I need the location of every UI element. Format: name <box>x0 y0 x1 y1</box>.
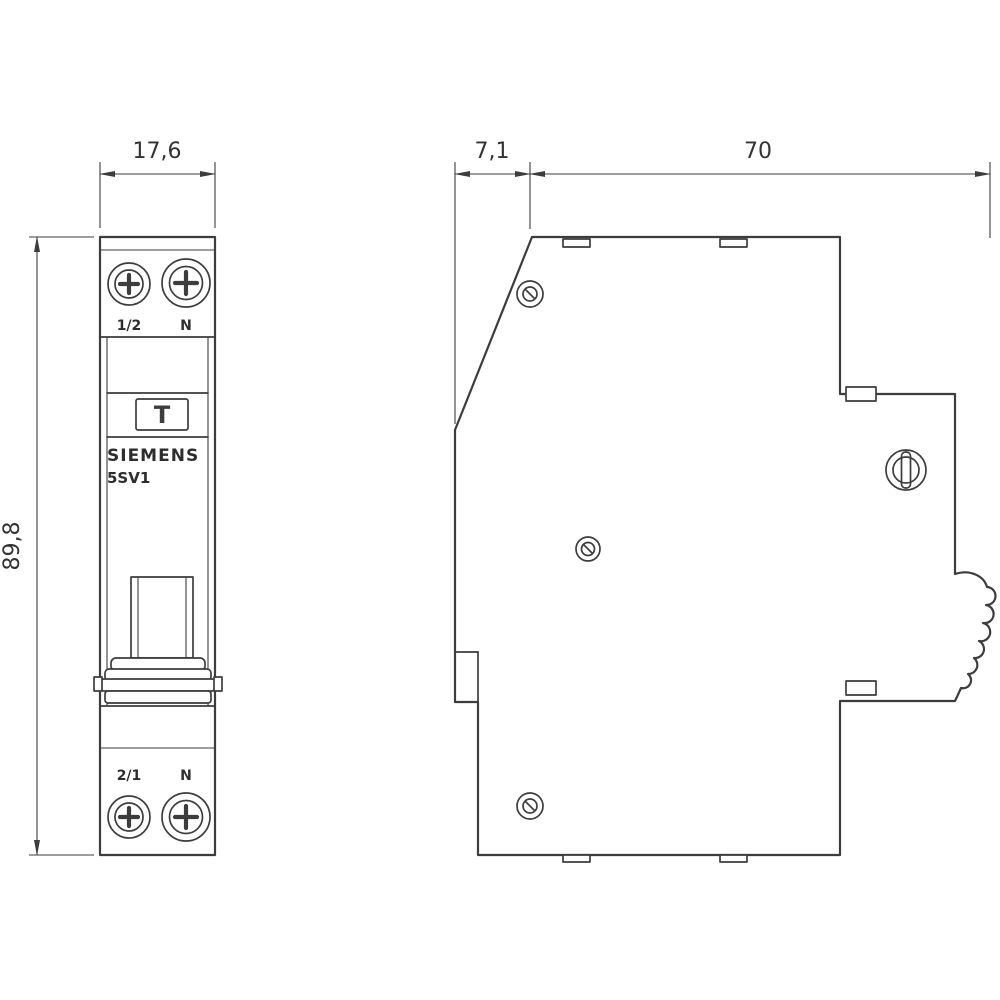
side-tab-right <box>213 676 223 692</box>
dimension-value-height: 89,8 <box>0 522 25 571</box>
screw-terminal-bottom-left <box>107 795 151 839</box>
test-button-label: T <box>154 401 171 429</box>
rail-clip-top <box>845 386 877 402</box>
test-button <box>135 398 189 431</box>
toggle-handle <box>130 576 194 659</box>
dimension-front-height: 89,8 <box>0 236 94 856</box>
front-body-outline <box>98 235 217 857</box>
dimension-value-body-depth: 70 <box>744 139 772 164</box>
side-view <box>453 235 997 863</box>
screw-terminal-top-left <box>107 262 151 306</box>
terminal-label-top-right: N <box>180 318 192 334</box>
dimension-value-front-depth: 7,1 <box>475 139 510 164</box>
rivet-bottom <box>516 792 544 820</box>
top-tab-left <box>562 238 591 248</box>
side-screw <box>885 449 927 491</box>
dimension-side-depths: 7,1 70 <box>454 139 991 424</box>
side-tab-left <box>93 676 103 692</box>
screw-slot-icon <box>900 451 912 489</box>
bottom-tab-left <box>562 854 591 863</box>
front-view: 1/2 N T SIEMENS 5SV1 2/1 N <box>93 235 223 857</box>
toggle-base <box>104 690 212 704</box>
toggle-switch <box>93 576 223 707</box>
rivet-middle <box>575 536 601 562</box>
toggle-plate-3 <box>100 678 216 692</box>
side-body-outline <box>453 235 997 857</box>
screw-terminal-top-right <box>161 258 211 308</box>
dimension-front-width: 17,6 <box>99 139 216 228</box>
brand-label: SIEMENS <box>107 446 199 466</box>
terminal-label-bottom-left: 2/1 <box>117 768 142 784</box>
test-button-row: T <box>106 392 209 438</box>
rivet-top <box>516 280 544 308</box>
top-tab-right <box>719 238 748 248</box>
rail-clip-bottom <box>845 680 877 696</box>
terminal-label-bottom-right: N <box>180 768 192 784</box>
model-label: 5SV1 <box>107 469 150 487</box>
screw-terminal-bottom-right <box>161 792 211 842</box>
dimension-value-width: 17,6 <box>133 139 182 164</box>
terminal-label-top-left: 1/2 <box>117 318 142 334</box>
bottom-tab-right <box>719 854 748 863</box>
